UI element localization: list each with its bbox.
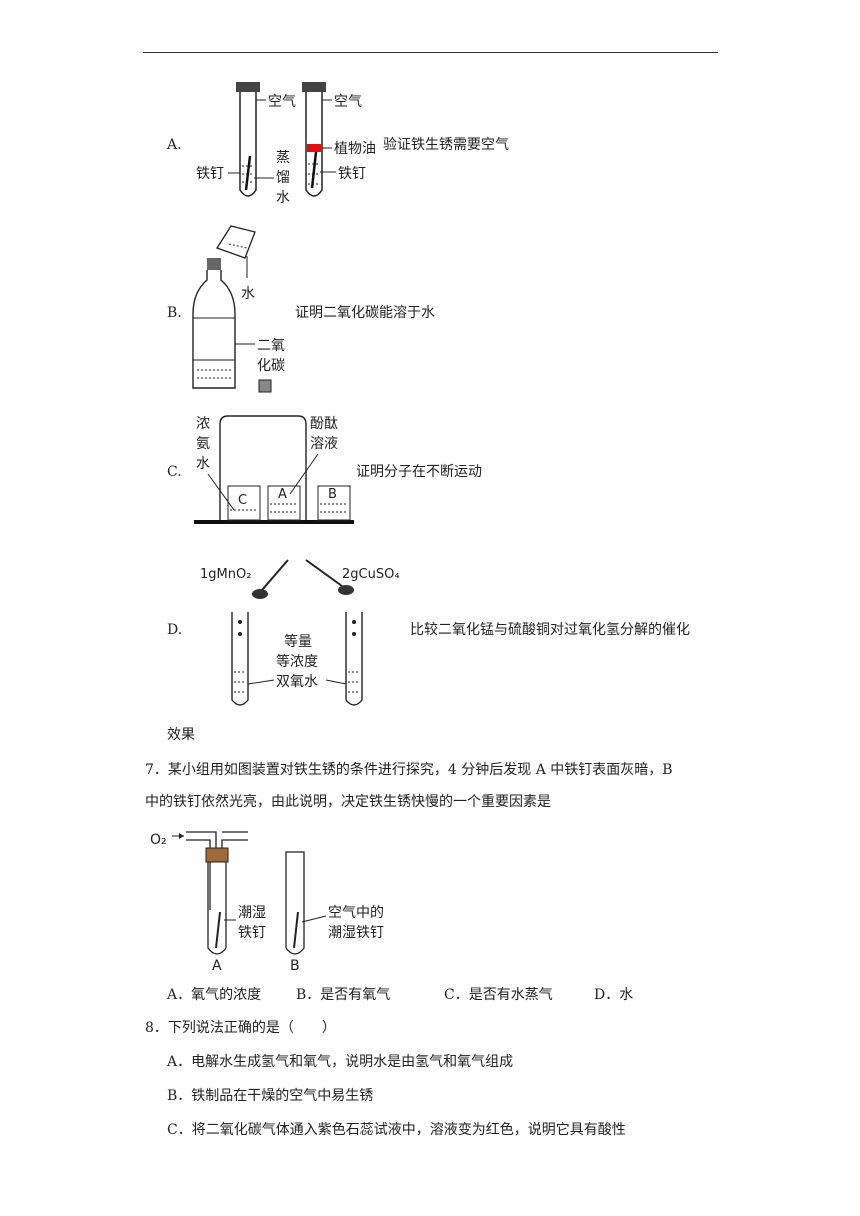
option-a-caption: 验证铁生锈需要空气 (383, 137, 509, 153)
option-c-caption: 证明分子在不断运动 (356, 464, 482, 480)
q7-choice-a: A．氧气的浓度 (167, 987, 262, 1003)
svg-text:潮湿铁钉: 潮湿铁钉 (328, 925, 384, 941)
rubber-stopper-icon (205, 847, 229, 863)
plastic-bottle-icon (192, 270, 236, 389)
header-rule (143, 52, 718, 53)
stopper-right-icon (302, 82, 326, 92)
q7-stem-line2: 中的铁钉依然光亮，由此说明，决定铁生锈快慢的一个重要因素是 (145, 794, 551, 810)
svg-text:空气中的: 空气中的 (328, 905, 384, 921)
stopper-left-icon (236, 82, 260, 92)
svg-text:A: A (212, 958, 222, 974)
bell-jar-icon (219, 415, 307, 520)
svg-text:1gMnO₂: 1gMnO₂ (200, 567, 251, 582)
svg-text:空气: 空气 (334, 94, 362, 110)
q7-stem-line1: 7．某小组用如图装置对铁生锈的条件进行探究，4 分钟后发现 A 中铁钉表面灰暗，… (145, 762, 673, 778)
svg-text:等浓度: 等浓度 (276, 653, 318, 670)
iron-nail-left-icon (244, 155, 252, 191)
q7-figure: O₂ 潮湿 铁钉 A 空气中的 潮湿铁钉 B (150, 831, 384, 974)
q8-choice-a: A．电解水生成氢气和氧气，说明水是由氢气和氧气组成 (167, 1054, 514, 1070)
q7-choice-d: D．水 (594, 987, 634, 1003)
svg-text:蒸: 蒸 (276, 150, 290, 166)
svg-text:2gCuSO₄: 2gCuSO₄ (342, 567, 400, 582)
svg-text:等量: 等量 (284, 633, 312, 650)
svg-text:二氧: 二氧 (257, 338, 285, 354)
option-a-letter: A. (167, 137, 182, 153)
svg-text:双氧水: 双氧水 (276, 674, 318, 690)
svg-text:C: C (238, 493, 247, 508)
option-c-figure: 浓 氨 水 酚酞 溶液 C A B (194, 415, 354, 524)
svg-text:空气: 空气 (268, 94, 296, 110)
pouring-beaker-icon (216, 225, 256, 259)
beaker-b-icon (317, 485, 351, 521)
loose-cap-icon (258, 379, 272, 393)
svg-text:铁钉: 铁钉 (338, 166, 366, 182)
option-d-caption-cont: 效果 (167, 727, 195, 743)
option-b-letter: B. (167, 305, 182, 321)
beaker-a-icon (267, 485, 301, 521)
wet-nail-a-icon (215, 911, 221, 949)
option-c-letter: C. (167, 464, 182, 480)
spoon-right-icon (305, 559, 343, 587)
q8-stem: 8．下列说法正确的是（ ） (145, 1020, 336, 1036)
vegetable-oil-layer (307, 144, 321, 152)
svg-text:氨: 氨 (196, 436, 210, 452)
svg-text:溶液: 溶液 (310, 436, 338, 452)
svg-text:化碳: 化碳 (257, 358, 285, 374)
test-tube-right-icon (305, 92, 323, 197)
beaker-c-icon (227, 485, 261, 521)
option-a-figure: 空气 铁钉 蒸 馏 水 空气 植物油 铁钉 (196, 82, 376, 206)
svg-text:铁钉: 铁钉 (238, 925, 266, 941)
svg-text:O₂: O₂ (150, 832, 167, 848)
q8-choice-c: C．将二氧化碳气体通入紫色石蕊试液中，溶液变为红色，说明它具有酸性 (167, 1122, 626, 1138)
spoon-left-icon (261, 559, 289, 591)
test-tube-a-icon (207, 862, 227, 955)
svg-text:植物油: 植物油 (334, 141, 376, 157)
gas-delivery-tube (186, 831, 248, 910)
bottle-cap-icon (207, 258, 221, 270)
svg-text:馏: 馏 (276, 170, 290, 186)
svg-text:水: 水 (196, 456, 210, 472)
test-tube-b-icon (285, 851, 305, 955)
option-d-caption: 比较二氧化锰与硫酸铜对过氧化氢分解的催化 (410, 622, 690, 638)
test-tube-right-icon (345, 612, 363, 706)
test-tube-left-icon (231, 612, 249, 706)
iron-nail-right-icon (310, 151, 318, 189)
q7-choice-c: C．是否有水蒸气 (444, 987, 553, 1003)
base-plate (194, 520, 354, 524)
svg-text:酚酞: 酚酞 (310, 416, 338, 432)
svg-text:B: B (328, 487, 337, 502)
svg-text:水: 水 (241, 286, 255, 302)
option-b-caption: 证明二氧化碳能溶于水 (295, 305, 435, 321)
test-tube-left-icon (239, 92, 257, 197)
svg-text:浓: 浓 (196, 416, 210, 432)
svg-text:B: B (290, 958, 300, 974)
option-b-figure: 水 二氧 化碳 (192, 225, 285, 393)
wet-nail-b-icon (293, 911, 299, 949)
svg-text:A: A (278, 487, 287, 502)
svg-text:水: 水 (276, 190, 290, 206)
svg-text:潮湿: 潮湿 (238, 905, 266, 921)
option-d-letter: D. (167, 622, 183, 638)
svg-text:铁钉: 铁钉 (196, 166, 224, 182)
option-d-figure: 1gMnO₂ 2gCuSO₄ 等量 等浓度 双氧水 (200, 559, 400, 706)
q8-choice-b: B．铁制品在干燥的空气中易生锈 (167, 1088, 374, 1104)
q7-choice-b: B．是否有氧气 (296, 987, 391, 1003)
